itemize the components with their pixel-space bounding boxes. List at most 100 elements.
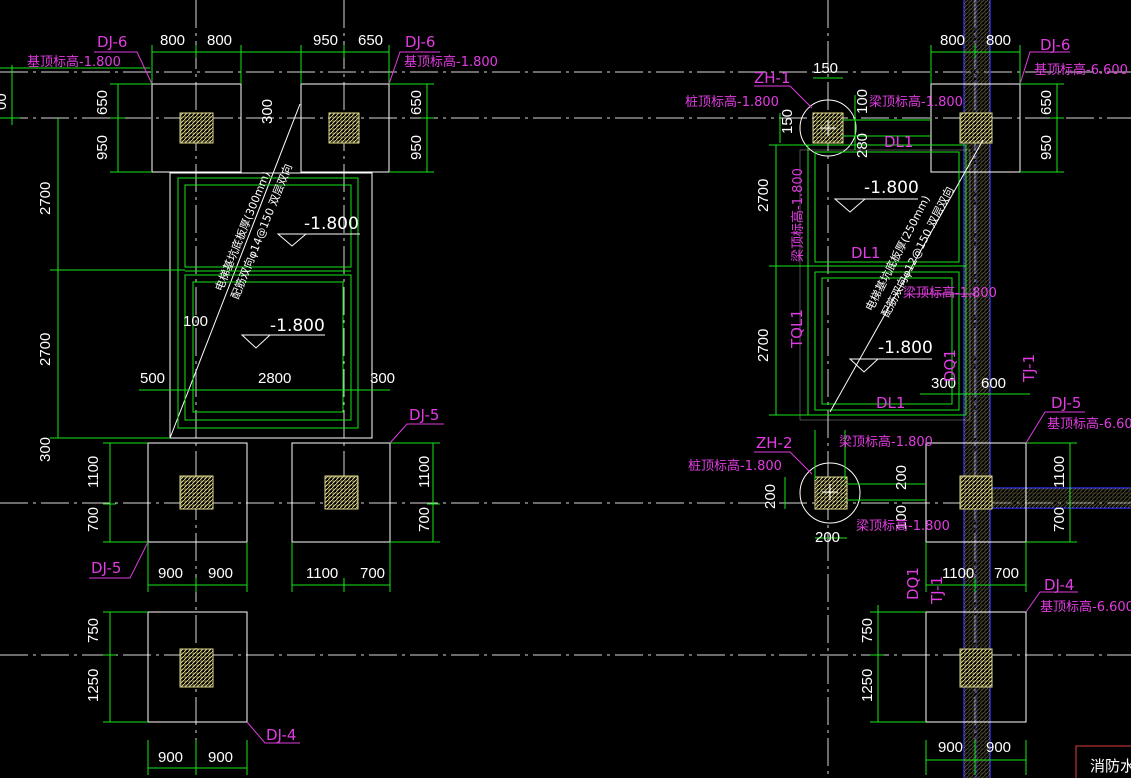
dim-label: 200 (815, 529, 840, 546)
column-hatch (179, 648, 214, 688)
level-mark: -1.800 (304, 214, 359, 234)
left-dimensions (0, 45, 440, 775)
dim-label: 100 (854, 89, 871, 114)
pile-tag: ZH-1 (754, 69, 791, 87)
dim-label: 200 (893, 465, 910, 490)
beam-tag: TJ-1 (928, 576, 946, 605)
column-hatch (179, 112, 214, 144)
dim-label: 750 (85, 618, 102, 643)
beam-tag: DQ1 (904, 567, 922, 600)
dim-label: 1100 (1051, 456, 1068, 488)
dim-label: 00 (0, 93, 10, 110)
dim-label: 900 (986, 739, 1011, 756)
column-hatch (324, 475, 359, 510)
dim-label: 150 (813, 60, 838, 77)
elevation-label: 梁顶标高-1.800 (869, 94, 963, 110)
dim-label: 100 (893, 505, 910, 530)
right-dimension-text: 800 800 150 100 150 280 2700 2700 650 95… (755, 32, 1068, 756)
pit-outline (169, 172, 373, 439)
beam-tag: DQ1 (941, 349, 959, 382)
footing-tag: DJ-6 (1040, 36, 1070, 54)
footing-tag: DJ-5 (409, 406, 439, 424)
level-mark: -1.800 (878, 338, 933, 358)
right-dimensions (769, 45, 1077, 775)
footing-dj5-right (291, 442, 391, 543)
dim-label: 950 (94, 135, 111, 160)
dim-label: 700 (360, 565, 385, 582)
right-tags (754, 51, 1085, 613)
beam-tag: DL1 (884, 133, 913, 151)
column-hatch (959, 475, 993, 510)
footing-dj5 (925, 442, 1027, 543)
elevation-label: 基顶标高-1.800 (404, 54, 498, 70)
dim-label: 300 (931, 375, 956, 392)
column-hatch (959, 112, 993, 144)
dim-label: 700 (1051, 507, 1068, 532)
dim-label: 2800 (258, 370, 291, 387)
elevation-label: 基顶标高-6.600 (1047, 416, 1131, 432)
dim-label: 1100 (416, 456, 433, 488)
dim-label: 950 (408, 135, 425, 160)
title-text: 消防水 (1090, 757, 1131, 775)
dim-label: 900 (158, 749, 183, 766)
dim-label: 750 (859, 618, 876, 643)
level-mark: -1.800 (270, 316, 325, 336)
pile-tag: ZH-2 (756, 434, 793, 452)
footing-tag: DJ-5 (1051, 394, 1081, 412)
footing-dj4-left (147, 611, 248, 723)
pile-zh2 (799, 462, 861, 524)
footing-dj5-left (147, 442, 248, 543)
elevation-label: 基顶标高-6.600 (1034, 62, 1128, 78)
dim-label: 900 (208, 565, 233, 582)
dim-label: 700 (994, 565, 1019, 582)
footing-tag: DJ-4 (266, 726, 296, 744)
footing-dj6 (930, 83, 1021, 173)
dim-label: 2700 (37, 333, 54, 366)
dim-label: 300 (370, 370, 395, 387)
dim-label: 800 (940, 32, 965, 49)
dim-label: 650 (1038, 90, 1055, 115)
dim-label: 300 (259, 99, 276, 124)
footing-dj6-left (151, 83, 242, 173)
beam-tag: TJ-1 (1020, 354, 1038, 383)
footing-dj4 (925, 611, 1027, 723)
dim-label: 650 (408, 90, 425, 115)
dim-label: 900 (158, 565, 183, 582)
dim-label: 1100 (306, 565, 338, 582)
elevation-label: 梁顶标高-1.800 (790, 168, 806, 262)
beam-tag: DL1 (851, 244, 880, 262)
dim-label: 300 (37, 437, 54, 462)
dim-label: 800 (986, 32, 1011, 49)
footing-tag: DJ-6 (97, 33, 127, 51)
dim-label: 650 (94, 90, 111, 115)
left-dimension-text: 800 800 950 650 650 950 2700 2700 300 11… (0, 32, 433, 766)
left-tags (89, 51, 444, 744)
elevation-label: 桩顶标高-1.800 (688, 458, 782, 474)
dim-label: 950 (1038, 135, 1055, 160)
footing-tag: DJ-5 (91, 559, 121, 577)
footing-tag: DJ-4 (1044, 576, 1074, 594)
right-pit: -1.800 -1.800 电梯基坑底板厚(250mm) 配筋双向φ12@150… (799, 0, 1131, 778)
dim-label: 800 (160, 32, 185, 49)
dim-label: 2700 (755, 329, 772, 362)
footing-tag: DJ-6 (405, 33, 435, 51)
pile-zh1 (799, 99, 857, 157)
elevation-label: 梁顶标高-1.800 (856, 518, 950, 534)
dim-label: 2700 (37, 182, 54, 215)
dim-label: 950 (313, 32, 338, 49)
dim-label: 1250 (859, 669, 876, 702)
title-box (1075, 745, 1131, 778)
dim-label: 700 (416, 507, 433, 532)
elevation-label: 基顶标高-6.600 (1040, 599, 1131, 615)
footing-dj6-right (300, 83, 390, 173)
dim-label: 200 (762, 484, 779, 509)
beam-tag: DL1 (876, 394, 905, 412)
dim-label: 800 (207, 32, 232, 49)
elevation-label: 桩顶标高-1.800 (685, 94, 779, 110)
dim-label: 100 (183, 313, 208, 330)
dim-label: 900 (208, 749, 233, 766)
dim-label: 1100 (85, 456, 102, 488)
elevation-label: 梁顶标高-1.800 (903, 285, 997, 301)
dim-label: 650 (358, 32, 383, 49)
